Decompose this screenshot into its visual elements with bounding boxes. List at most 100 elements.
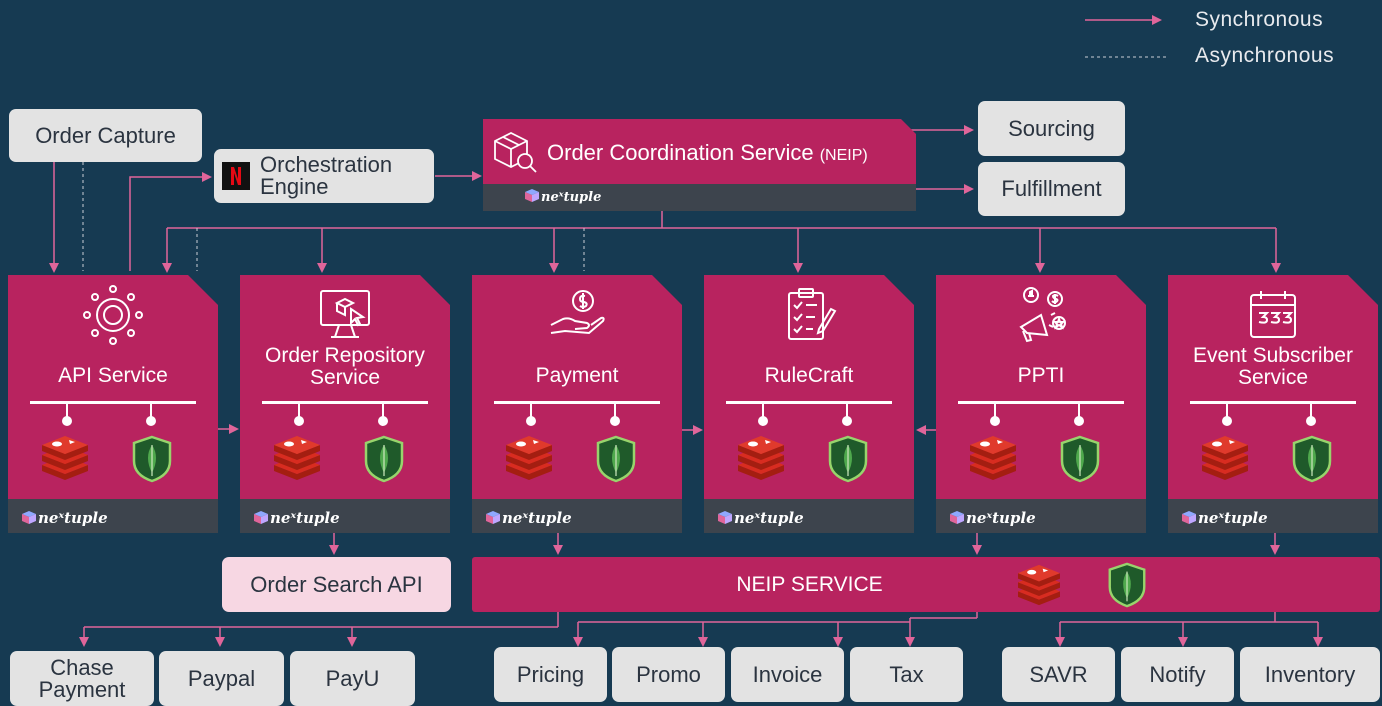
fulfillment-node[interactable]: Fulfillment — [978, 162, 1125, 216]
redis-icon — [970, 436, 1016, 480]
chase-payment-node[interactable]: Chase Payment — [10, 651, 154, 706]
brand-cube-icon — [22, 511, 36, 524]
legend-async-label: Asynchronous — [1195, 44, 1335, 67]
order-capture-node[interactable]: Order Capture — [9, 109, 202, 162]
ocs-title: Order Coordination Service — [547, 140, 814, 165]
redis-icon — [506, 436, 552, 480]
redis-icon — [1202, 436, 1248, 480]
service-footer — [8, 499, 218, 533]
mongodb-icon — [828, 435, 868, 483]
redis-icon — [1018, 564, 1060, 606]
service-card-ppti[interactable]: PPTI neˣtuple — [936, 275, 1146, 533]
package-search-icon — [494, 131, 537, 173]
brand-logo: neˣtuple — [525, 189, 601, 205]
tax-node[interactable]: Tax — [850, 647, 963, 702]
orchestration-engine-node[interactable]: Orchestration Engine — [214, 149, 434, 203]
service-name-line: Service — [1237, 366, 1309, 390]
orchestration-engine-label-line2: Engine — [260, 174, 329, 199]
mongodb-icon — [132, 435, 172, 483]
connector-dot — [146, 416, 156, 426]
connector-dot — [990, 416, 1000, 426]
netflix-logo-icon — [222, 162, 250, 190]
payu-node[interactable]: PayU — [290, 651, 415, 706]
brand-logo: neˣtuple — [1182, 509, 1268, 527]
service-divider — [262, 401, 428, 404]
neip-service-label: NEIP SERVICE — [736, 572, 883, 596]
pricing-node[interactable]: Pricing — [494, 647, 607, 702]
brand-logo: neˣtuple — [22, 509, 108, 527]
ocs-suffix: (NEIP) — [819, 147, 868, 164]
connector-dot — [294, 416, 304, 426]
hand-coin-icon — [550, 290, 605, 335]
service-card-payment[interactable]: Payment neˣtuple — [472, 275, 682, 533]
chase-line2: Payment — [38, 676, 126, 702]
calendar-icon — [1250, 291, 1296, 338]
service-divider — [958, 401, 1124, 404]
redis-icon — [738, 436, 784, 480]
brand-cube-icon — [486, 511, 500, 524]
service-divider — [1190, 401, 1356, 404]
sourcing-node[interactable]: Sourcing — [978, 101, 1125, 156]
connector-dot — [378, 416, 388, 426]
connector-dot — [842, 416, 852, 426]
service-footer — [472, 499, 682, 533]
service-name-line: PPTI — [1017, 364, 1065, 387]
service-card-api[interactable]: API Service neˣtuple — [8, 275, 218, 533]
service-divider — [494, 401, 660, 404]
order-coordination-service[interactable]: Order Coordination Service (NEIP) neˣtup… — [483, 119, 916, 211]
mongodb-icon — [364, 435, 404, 483]
clipboard-checklist-icon — [788, 288, 837, 340]
service-footer — [240, 499, 450, 533]
invoice-node[interactable]: Invoice — [731, 647, 844, 702]
paypal-node[interactable]: Paypal — [159, 651, 284, 706]
service-body — [472, 275, 682, 499]
connector-dot — [1074, 416, 1084, 426]
service-name-line: Payment — [535, 364, 619, 387]
service-name-line: Service — [309, 366, 381, 390]
service-name-line: Event Subscriber — [1193, 344, 1353, 367]
service-footer — [704, 499, 914, 533]
brand-logo: neˣtuple — [486, 509, 572, 527]
connector-dot — [610, 416, 620, 426]
brand-logo: neˣtuple — [718, 509, 804, 527]
brand-cube-icon — [1182, 511, 1196, 524]
brand-cube-icon — [254, 511, 268, 524]
service-name-line: Order Repository — [265, 344, 425, 367]
connector-dot — [1222, 416, 1232, 426]
service-body — [936, 275, 1146, 499]
connector-dot — [1306, 416, 1316, 426]
service-footer — [936, 499, 1146, 533]
service-body — [704, 275, 914, 499]
legend-sync-label: Synchronous — [1195, 8, 1324, 31]
brand-logo: neˣtuple — [950, 509, 1036, 527]
order-search-api-node[interactable]: Order Search API — [222, 557, 451, 612]
mongodb-icon — [1108, 562, 1146, 608]
redis-icon — [42, 436, 88, 480]
brand-logo: neˣtuple — [254, 509, 340, 527]
service-divider — [30, 401, 196, 404]
service-name: RuleCraft — [704, 364, 914, 387]
promo-node[interactable]: Promo — [612, 647, 725, 702]
service-divider — [726, 401, 892, 404]
neip-service-bar[interactable]: NEIP SERVICE — [472, 557, 1380, 612]
connector-dot — [758, 416, 768, 426]
mongodb-icon — [596, 435, 636, 483]
service-card-rulecraft[interactable]: RuleCraft neˣtuple — [704, 275, 914, 533]
orchestration-engine-label-line1: Orchestration — [260, 152, 393, 178]
gear-network-icon — [83, 285, 143, 345]
service-body — [8, 275, 218, 499]
inventory-node[interactable]: Inventory — [1240, 647, 1380, 702]
notify-node[interactable]: Notify — [1121, 647, 1234, 702]
mongodb-icon — [1292, 435, 1332, 483]
service-name-line: API Service — [58, 364, 168, 387]
service-footer — [1168, 499, 1378, 533]
savr-node[interactable]: SAVR — [1002, 647, 1115, 702]
connector-dot — [526, 416, 536, 426]
service-name: API Service — [8, 364, 218, 387]
service-name-line: RuleCraft — [764, 364, 854, 387]
